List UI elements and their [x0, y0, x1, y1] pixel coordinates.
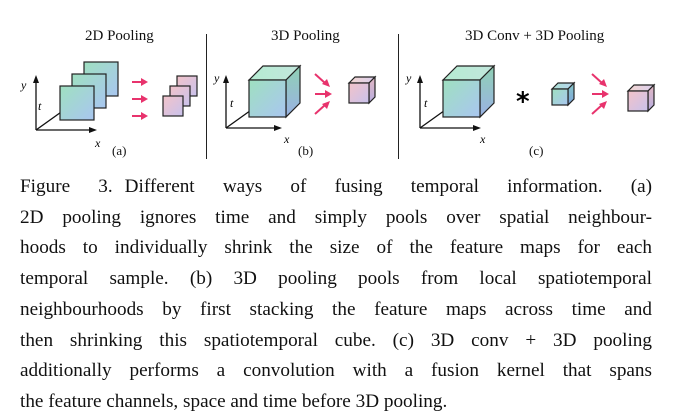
- caption-line-8: the feature channels, space and time bef…: [20, 390, 448, 412]
- caption-line-1: Figure 3. Different ways of fusing tempor…: [20, 172, 652, 203]
- convolution-operator: *: [516, 87, 530, 117]
- panel-title-3d-pooling: 3D Pooling: [271, 28, 340, 44]
- axis-t-label-c: t: [424, 96, 428, 110]
- panel-label-b: (b): [298, 143, 314, 158]
- caption-line-4: temporal sample. (b) 3D pooling pools fr…: [20, 268, 652, 290]
- axis-y-label-b: y: [213, 71, 220, 85]
- panel-label-a: (a): [112, 143, 127, 158]
- panel-label-c: (c): [529, 143, 544, 158]
- panel-divider-1: [206, 34, 207, 159]
- axis-y-label-c: y: [405, 71, 412, 85]
- caption-line-5: neighbourhoods by first stacking the fea…: [20, 298, 652, 320]
- pooling-arrows-a: [132, 78, 148, 120]
- axis-y-label-a: y: [20, 78, 27, 92]
- figure: y t x y t x: [0, 0, 681, 170]
- caption-line-3: hoods to individually shrink the size of…: [20, 237, 652, 259]
- panel-title-2d-pooling: 2D Pooling: [85, 28, 154, 44]
- caption-text: Different ways of fusing temporal inform…: [124, 176, 652, 197]
- pooled-cube-c: [626, 83, 656, 113]
- feature-map-stack-a: [59, 61, 119, 121]
- pooling-arrows-b: [314, 73, 332, 115]
- panel-divider-2: [398, 34, 399, 159]
- figure-caption: Figure 3. Different ways of fusing tempor…: [20, 172, 652, 418]
- axis-x-label-c: x: [479, 132, 486, 146]
- pooled-cube-b: [347, 75, 377, 105]
- axis-t-label-a: t: [38, 99, 42, 113]
- feature-cube-b: [247, 64, 302, 119]
- caption-figure-number: Figure 3.: [20, 176, 113, 197]
- caption-line-6: then shrinking this spatiotemporal cube.…: [20, 329, 652, 351]
- pooled-map-stack-a: [162, 75, 198, 117]
- feature-cube-c: [441, 64, 496, 119]
- figure-graphic: y t x y t x: [20, 34, 656, 159]
- axis-x-label-b: x: [283, 132, 290, 146]
- caption-line-2: 2D pooling ignores time and simply pools…: [20, 206, 652, 228]
- panel-title-3d-conv-3d-pooling: 3D Conv + 3D Pooling: [465, 28, 605, 44]
- axis-x-label-a: x: [94, 136, 101, 150]
- caption-line-7: additionally performs a convolution with…: [20, 360, 652, 382]
- fusion-kernel-cube: [550, 81, 576, 107]
- pooling-arrows-c: [591, 73, 609, 115]
- axis-t-label-b: t: [230, 96, 234, 110]
